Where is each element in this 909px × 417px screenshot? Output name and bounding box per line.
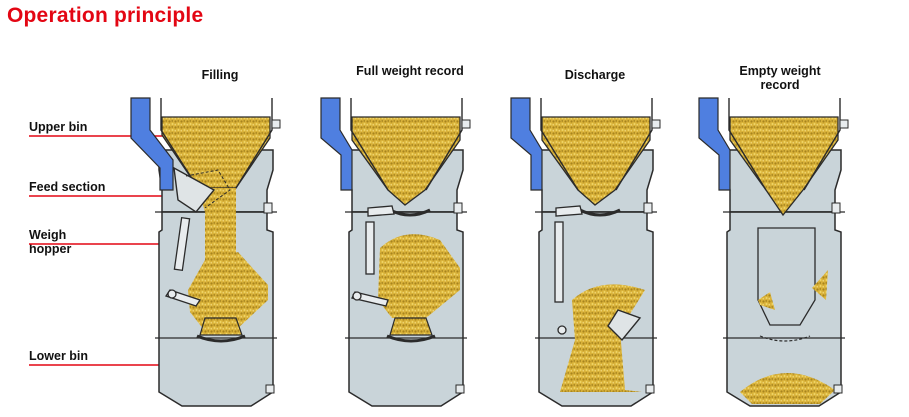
stage-label-filling: Filling	[201, 68, 239, 82]
stage-full-weight-record	[320, 97, 471, 407]
blue-chute	[698, 97, 731, 191]
upper-bin-grain	[729, 116, 839, 217]
actuator-rod	[164, 216, 202, 307]
weigh-hopper-grain	[378, 234, 460, 318]
upper-bin-outline	[160, 98, 273, 189]
blue-chute	[320, 97, 353, 191]
upper-bin-grain	[351, 116, 461, 206]
hopper-gate	[196, 334, 246, 343]
feed-flap-dash	[185, 169, 231, 209]
hopper-bottom	[199, 317, 243, 336]
actuator-rod	[351, 205, 395, 307]
side-label-feed-section: Feed section	[29, 180, 106, 194]
feed-flap	[173, 166, 216, 213]
upper-bin-outline	[350, 98, 463, 191]
hopper-bottom	[389, 317, 433, 336]
actuator-rod	[554, 205, 583, 335]
upper-bin-outline	[540, 98, 653, 191]
stage-discharge	[510, 97, 661, 407]
feed-gate-closed	[579, 208, 621, 217]
page-title: Operation principle	[7, 4, 204, 27]
level-sensor	[453, 119, 471, 394]
side-label-lower-bin: Lower bin	[29, 349, 89, 363]
side-label-weigh-hopper: Weigh hopper	[29, 228, 72, 256]
side-label-upper-bin: Upper bin	[29, 120, 88, 134]
discharge-gate-open	[607, 309, 642, 342]
blue-chute	[130, 97, 174, 191]
level-sensor	[643, 119, 661, 394]
stage-label-full-weight-record: Full weight record	[356, 64, 464, 78]
lower-bin-grain	[740, 372, 835, 404]
upper-bin-grain	[541, 116, 651, 206]
level-sensor	[263, 119, 281, 394]
stage-filling	[130, 97, 281, 407]
upper-bin-outline	[728, 98, 841, 191]
stage-label-empty-weight-record: Empty weight record	[739, 64, 821, 92]
residual-grain	[758, 270, 828, 310]
blue-chute	[510, 97, 543, 191]
hopper-gate-dashed	[759, 335, 811, 342]
hopper-gate	[386, 334, 436, 343]
level-sensor	[831, 119, 849, 394]
stage-label-discharge: Discharge	[564, 68, 626, 82]
weigh-hopper-grain	[188, 252, 268, 330]
stage-empty-weight-record	[698, 97, 849, 407]
discharging-grain	[560, 284, 645, 392]
